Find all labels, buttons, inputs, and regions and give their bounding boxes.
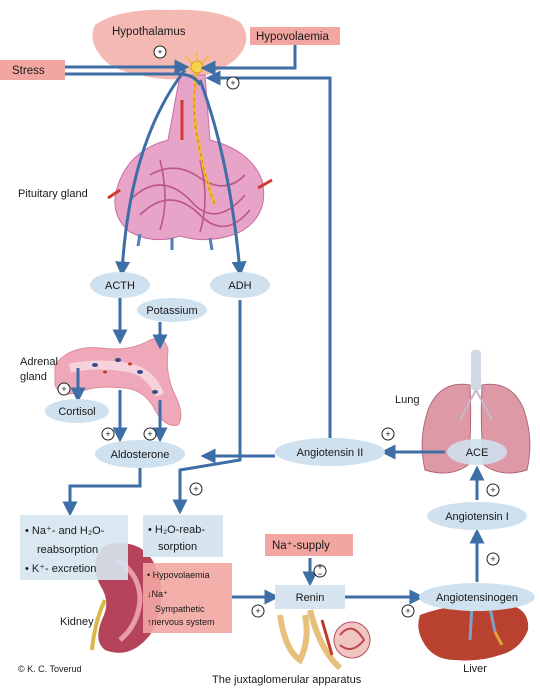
angiotensinogen-label: Angiotensinogen (436, 592, 518, 604)
kidney-sns-1: Sympathetic (155, 604, 205, 614)
liver-shape (418, 603, 529, 661)
h2o-reab-line2: sorption (158, 541, 197, 553)
kidney-info-box (143, 563, 232, 633)
na-supply-box (265, 534, 353, 556)
h2o-reab-line1: • H₂O-reab- (148, 524, 205, 536)
acth-oval (90, 272, 150, 298)
adh-oval (210, 272, 270, 298)
plus-minus-sign: +− (313, 562, 327, 579)
svg-text:+: + (317, 562, 322, 572)
stress-label: Stress (12, 65, 45, 77)
hypovolaemia-box (250, 27, 340, 45)
kidney-label: Kidney (60, 616, 94, 628)
svg-text:+: + (405, 606, 410, 616)
svg-text:+: + (147, 429, 152, 439)
pituitary-vessels (129, 159, 251, 233)
stress-box (0, 60, 65, 80)
angiotensin2-label: Angiotensin II (297, 447, 364, 459)
acth-label: ACTH (105, 280, 135, 292)
renin-box (275, 585, 345, 609)
kidney-hypovolaemia: • Hypovolaemia (147, 570, 210, 580)
juxtaglomerular-shape (277, 609, 371, 671)
potassium-label: Potassium (146, 305, 197, 317)
svg-text:+: + (105, 429, 110, 439)
na-h2o-box (20, 515, 128, 580)
kidney-sns-2: ↑nervous system (147, 617, 215, 627)
ace-label: ACE (466, 447, 489, 459)
ace-oval (447, 439, 507, 465)
pituitary-gland-shape (114, 74, 265, 241)
plus-sign: + (153, 45, 167, 59)
k-excretion: • K⁺- excretion (25, 563, 96, 575)
potassium-oval (137, 298, 207, 322)
adrenal-cells (92, 358, 158, 394)
credit-label: © K. C. Toverud (18, 664, 82, 674)
hypovolaemia-label: Hypovolaemia (256, 31, 329, 43)
svg-text:+: + (230, 78, 235, 88)
angiotensinogen-oval (419, 583, 535, 611)
plus-sign: + (251, 604, 265, 618)
plus-sign: + (57, 382, 71, 396)
liver-label: Liver (463, 663, 487, 675)
h2o-reab-box (143, 515, 223, 557)
svg-text:+: + (385, 429, 390, 439)
na-supply-label: Na⁺-supply (272, 540, 330, 552)
pituitary-label: Pituitary gland (18, 188, 88, 200)
lung-label: Lung (395, 394, 419, 406)
svg-text:−: − (317, 569, 322, 579)
svg-text:+: + (157, 47, 162, 57)
aldosterone-oval (95, 440, 185, 468)
angiotensin1-oval (427, 502, 527, 530)
jga-label: The juxtaglomerular apparatus (212, 674, 362, 686)
plus-sign: + (381, 427, 395, 441)
regulation-signs: + + + + + + + + + + + +− (57, 45, 500, 618)
angiotensin2-oval (275, 438, 385, 466)
neurone-cell-body (190, 60, 204, 74)
adh-label: ADH (228, 280, 251, 292)
adrenal-gland-shape (54, 338, 182, 426)
adrenal-label-1: Adrenal (20, 356, 58, 368)
plus-sign: + (143, 427, 157, 441)
plus-sign: + (401, 604, 415, 618)
svg-text:+: + (193, 484, 198, 494)
renin-label: Renin (296, 592, 325, 604)
adrenal-label-2: gland (20, 371, 47, 383)
na-h2o-line2: reabsorption (37, 544, 98, 556)
angiotensin1-label: Angiotensin I (445, 511, 509, 523)
aldosterone-label: Aldosterone (111, 449, 170, 461)
cortisol-label: Cortisol (58, 406, 95, 418)
svg-text:+: + (490, 485, 495, 495)
svg-text:+: + (255, 606, 260, 616)
flow-arrows (60, 42, 485, 605)
cortisol-oval (45, 399, 109, 423)
plus-sign: + (226, 76, 240, 90)
kidney-na: ↓Na⁺ (147, 589, 168, 599)
hypothalamus-label: Hypothalamus (112, 26, 186, 38)
plus-sign: + (189, 482, 203, 496)
plus-sign: + (486, 552, 500, 566)
svg-text:+: + (490, 554, 495, 564)
pituitary-blue-vessels (136, 233, 214, 251)
plus-sign: + (101, 427, 115, 441)
na-h2o-line1: • Na⁺- and H₂O- (25, 525, 105, 537)
pituitary-red-vessels (107, 100, 273, 200)
plus-sign: + (486, 483, 500, 497)
svg-text:+: + (61, 384, 66, 394)
